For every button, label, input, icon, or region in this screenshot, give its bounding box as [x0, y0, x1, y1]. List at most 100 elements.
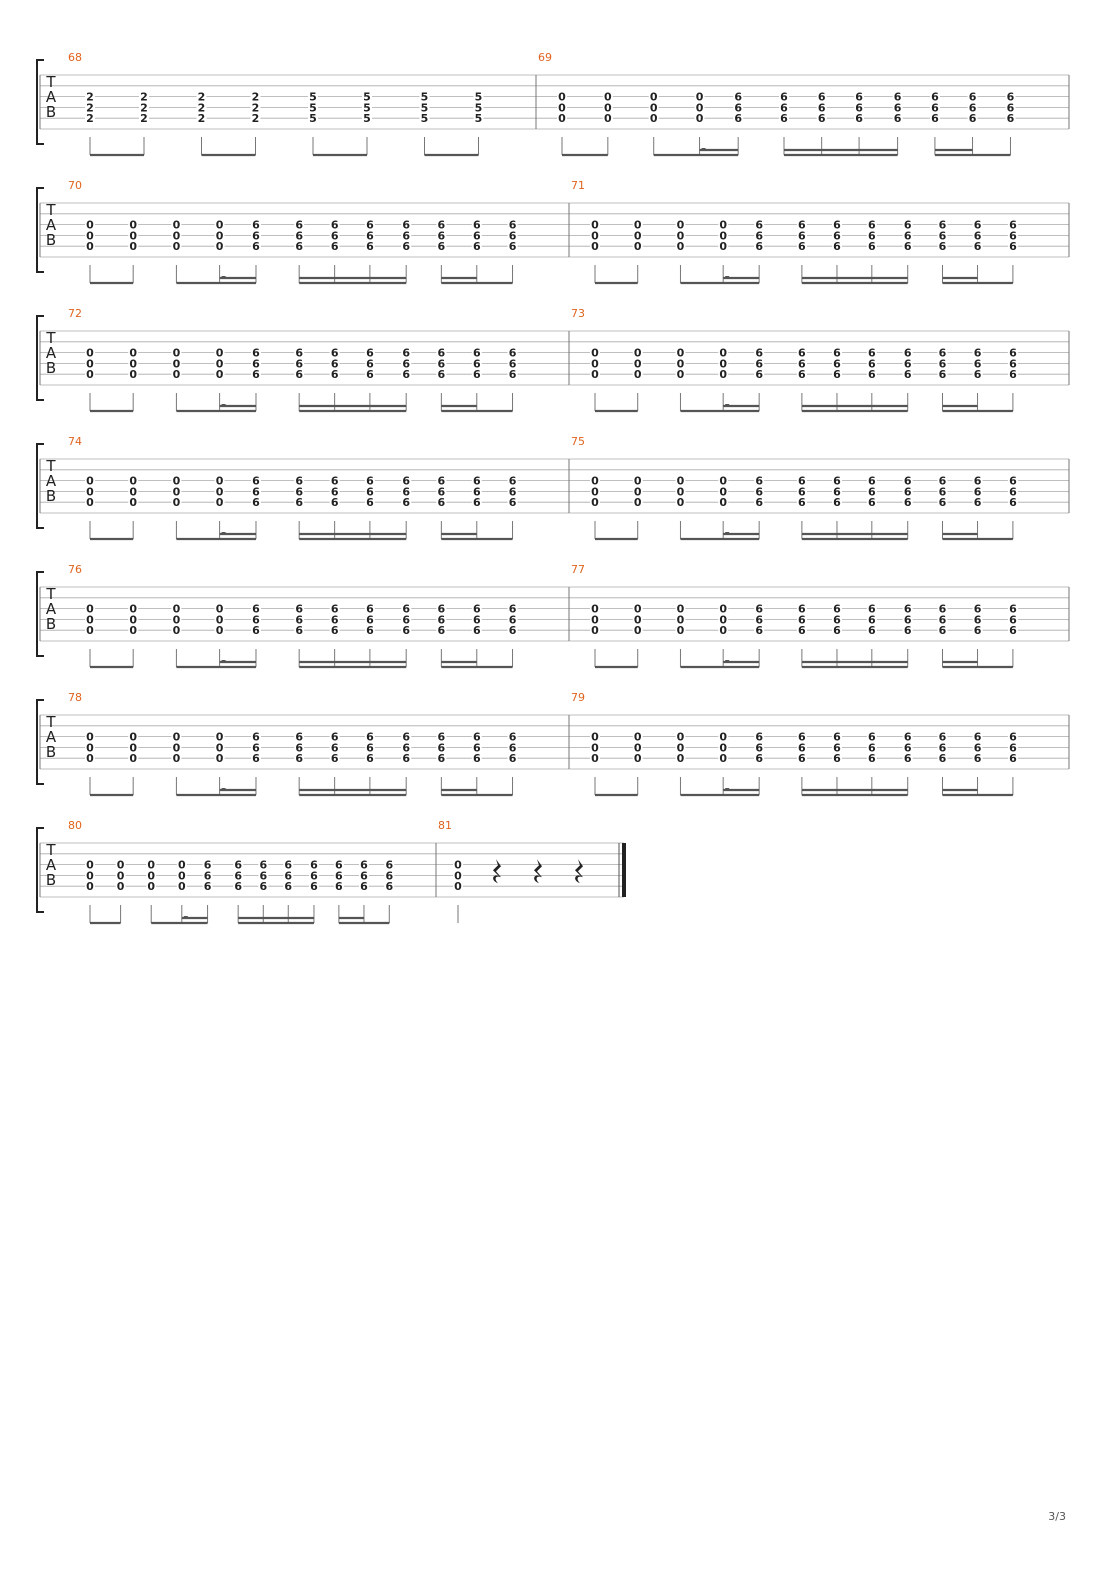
fret-number: 6: [331, 603, 339, 616]
fret-mask: [507, 497, 518, 508]
fret-mask: [258, 859, 269, 870]
fret-mask: [329, 731, 340, 742]
fret-mask: [294, 241, 305, 252]
fret-number: 5: [421, 112, 429, 125]
fret-mask: [1007, 241, 1018, 252]
fret-number: 0: [216, 741, 224, 754]
fret-mask: [401, 753, 412, 764]
fret-mask: [139, 91, 149, 102]
fret-mask: [590, 241, 600, 252]
fret-mask: [329, 614, 340, 625]
fret-number: 6: [755, 752, 763, 765]
fret-mask: [796, 614, 807, 625]
fret-mask: [754, 497, 765, 508]
fret-number: 0: [129, 603, 137, 616]
fret-mask: [866, 753, 877, 764]
fret-mask: [364, 369, 375, 380]
fret-number: 6: [295, 347, 303, 360]
fret-number: 6: [331, 347, 339, 360]
fret-number: 6: [798, 613, 806, 626]
fret-mask: [675, 731, 686, 742]
fret-number: 0: [216, 240, 224, 253]
fret-mask: [754, 219, 765, 230]
fret-mask: [902, 497, 913, 508]
fret-mask: [171, 614, 182, 625]
tab-system: TAB7200000000000066666666666666666666666…: [36, 307, 1070, 413]
tab-clef-letter: T: [45, 457, 56, 475]
fret-number: 6: [366, 624, 374, 637]
fret-mask: [85, 369, 95, 380]
fret-number: 0: [216, 496, 224, 509]
fret-number: 0: [591, 624, 599, 637]
fret-mask: [364, 358, 375, 369]
fret-mask: [796, 369, 807, 380]
fret-mask: [294, 742, 305, 753]
fret-mask: [590, 486, 600, 497]
fret-mask: [401, 603, 412, 614]
fret-mask: [590, 742, 600, 753]
fret-number: 0: [634, 485, 642, 498]
fret-number: 6: [1007, 112, 1015, 125]
fret-number: 6: [438, 603, 446, 616]
fret-number: 6: [755, 240, 763, 253]
fret-mask: [718, 625, 729, 636]
fret-number: 6: [331, 752, 339, 765]
fret-number: 0: [216, 347, 224, 360]
fret-mask: [85, 870, 95, 881]
fret-mask: [471, 358, 482, 369]
fret-number: 6: [755, 496, 763, 509]
fret-number: 0: [591, 613, 599, 626]
fret-number: 6: [438, 741, 446, 754]
fret-mask: [250, 219, 261, 230]
fret-mask: [196, 91, 207, 102]
tab-clef-letter: B: [46, 615, 56, 633]
fret-mask: [1007, 497, 1018, 508]
fret-number: 6: [833, 219, 841, 232]
fret-mask: [754, 475, 765, 486]
tab-clef-letter: A: [46, 88, 57, 106]
fret-number: 6: [385, 859, 393, 872]
fret-mask: [85, 241, 95, 252]
fret-mask: [632, 347, 643, 358]
fret-number: 6: [755, 741, 763, 754]
fret-number: 6: [402, 219, 410, 232]
fret-number: 6: [335, 859, 343, 872]
fret-number: 0: [591, 603, 599, 616]
fret-number: 6: [438, 496, 446, 509]
fret-mask: [507, 603, 518, 614]
fret-number: 6: [939, 731, 947, 744]
fret-mask: [866, 358, 877, 369]
fret-number: 6: [755, 613, 763, 626]
fret-number: 0: [173, 485, 181, 498]
fret-number: 6: [1009, 240, 1017, 253]
fret-mask: [632, 603, 643, 614]
fret-mask: [146, 859, 157, 870]
fret-number: 6: [833, 357, 841, 370]
tab-clef-letter: B: [46, 743, 56, 761]
fret-number: 6: [904, 731, 912, 744]
fret-number: 6: [366, 752, 374, 765]
fret-number: 0: [634, 347, 642, 360]
fret-number: 0: [591, 368, 599, 381]
fret-mask: [831, 358, 842, 369]
fret-mask: [171, 475, 182, 486]
fret-mask: [358, 870, 369, 881]
fret-number: 6: [259, 880, 267, 893]
fret-number: 6: [798, 357, 806, 370]
fret-number: 6: [366, 357, 374, 370]
fret-mask: [929, 91, 940, 102]
fret-number: 6: [969, 91, 977, 104]
fret-mask: [902, 603, 913, 614]
fret-mask: [937, 603, 948, 614]
fret-number: 0: [216, 752, 224, 765]
fret-mask: [85, 230, 95, 241]
fret-number: 6: [939, 219, 947, 232]
fret-mask: [115, 870, 126, 881]
fret-number: 6: [402, 240, 410, 253]
fret-number: 0: [129, 485, 137, 498]
fret-mask: [590, 219, 600, 230]
measure-number: 70: [68, 179, 82, 192]
fret-number: 6: [833, 347, 841, 360]
fret-number: 6: [904, 613, 912, 626]
